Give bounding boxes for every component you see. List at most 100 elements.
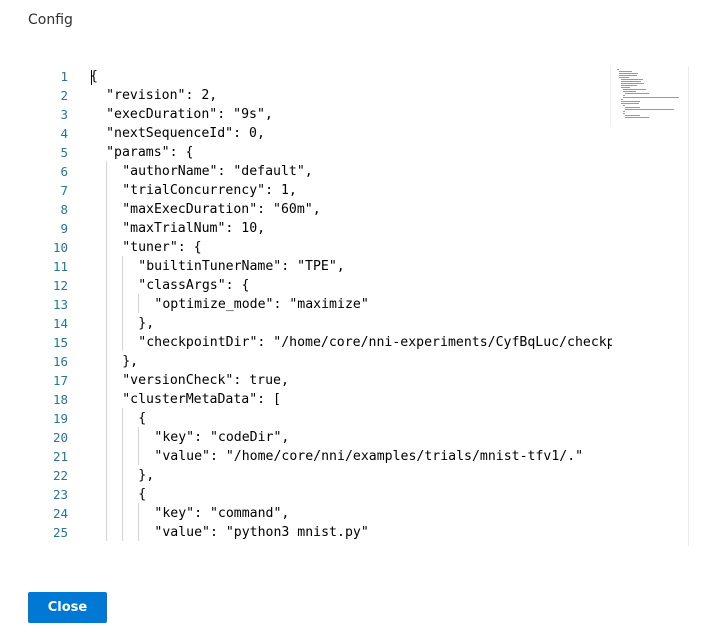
indent-guide: [138, 294, 140, 313]
code-line: "revision": 2,: [90, 85, 612, 104]
code-text: "authorName": "default",: [122, 164, 313, 179]
minimap-line: [619, 75, 637, 76]
indent-guide: [138, 503, 140, 522]
code-text: "versionCheck": true,: [122, 373, 289, 388]
code-line: "builtinTunerName": "TPE",: [90, 256, 612, 275]
code-line: "trialConcurrency": 1,: [90, 180, 612, 199]
indent-guide: [106, 408, 108, 427]
line-number: 4: [60, 126, 68, 141]
indent-guide: [106, 503, 108, 522]
minimap-line: [623, 95, 625, 96]
code-text-area[interactable]: { "revision": 2, "execDuration": "9s", "nex…: [90, 66, 612, 546]
minimap-line: [623, 111, 625, 112]
code-text: "trialConcurrency": 1,: [122, 183, 297, 198]
indent-guide: [122, 484, 124, 503]
line-number: 15: [52, 335, 68, 350]
line-number: 20: [52, 430, 68, 445]
minimap-line: [621, 87, 630, 88]
indent-guide: [106, 446, 108, 465]
line-number: 9: [60, 221, 68, 236]
indent-guide: [106, 427, 108, 446]
minimap-line: [625, 109, 674, 110]
line-number: 24: [52, 506, 68, 521]
code-text: "clusterMetaData": [: [122, 392, 281, 407]
indent-guide: [106, 218, 108, 237]
minimap-line: [625, 115, 641, 116]
code-line: "key": "codeDir",: [90, 427, 612, 446]
code-line: "classArgs": {: [90, 275, 612, 294]
minimap-line: [625, 107, 641, 108]
indent-guide: [106, 313, 108, 332]
vertical-scrollbar-track[interactable]: [688, 66, 689, 546]
line-number: 7: [60, 183, 68, 198]
editor-minimap[interactable]: [610, 66, 689, 126]
indent-guide: [106, 294, 108, 313]
indent-guide: [106, 332, 108, 351]
minimap-line: [621, 103, 639, 104]
minimap-line: [623, 89, 647, 90]
code-line: {: [90, 484, 612, 503]
indent-guide: [106, 465, 108, 484]
code-text: "tuner": {: [122, 240, 202, 255]
indent-guide: [122, 275, 124, 294]
code-text: "value": "python3 mnist.py": [154, 525, 369, 540]
code-line: },: [90, 351, 612, 370]
indent-guide: [138, 446, 140, 465]
close-button[interactable]: Close: [28, 592, 107, 623]
code-text: {: [138, 411, 147, 426]
line-number: 18: [52, 392, 68, 407]
indent-guide: [138, 522, 140, 541]
code-line: "key": "command",: [90, 503, 612, 522]
indent-guide: [106, 237, 108, 256]
minimap-line: [621, 81, 641, 82]
code-line: },: [90, 313, 612, 332]
indent-guide: [122, 465, 124, 484]
minimap-line: [621, 79, 643, 80]
minimap-line: [619, 73, 638, 74]
indent-guide: [106, 256, 108, 275]
indent-guide: [122, 503, 124, 522]
code-text: "value": "/home/core/nni/examples/trials…: [154, 449, 584, 464]
line-number: 8: [60, 202, 68, 217]
code-line: "authorName": "default",: [90, 161, 612, 180]
line-number: 14: [52, 316, 68, 331]
code-line: "tuner": {: [90, 237, 612, 256]
minimap-line: [621, 99, 623, 100]
code-line: "versionCheck": true,: [90, 370, 612, 389]
indent-guide: [106, 484, 108, 503]
minimap-line: [617, 69, 619, 70]
code-line: "optimize_mode": "maximize": [90, 294, 612, 313]
minimap-line: [625, 117, 650, 118]
code-text: "revision": 2,: [106, 88, 218, 103]
indent-guide: [122, 427, 124, 446]
minimap-line: [619, 71, 632, 72]
indent-guide: [122, 446, 124, 465]
code-text: "maxTrialNum": 10,: [122, 221, 266, 236]
indent-guide: [106, 389, 108, 408]
code-text: {: [90, 69, 98, 84]
indent-guide: [106, 161, 108, 180]
indent-guide: [122, 294, 124, 313]
indent-guide: [122, 256, 124, 275]
code-text: "classArgs": {: [138, 278, 250, 293]
code-text: "nextSequenceId": 0,: [106, 126, 265, 141]
code-text: "key": "codeDir",: [154, 430, 290, 445]
line-number: 25: [52, 525, 68, 540]
minimap-line: [623, 113, 625, 114]
minimap-line: [623, 105, 625, 106]
minimap-line: [621, 85, 638, 86]
line-number: 21: [52, 449, 68, 464]
indent-guide: [106, 351, 108, 370]
code-line: "value": "/home/core/nni/examples/trials…: [90, 446, 612, 465]
code-text: "execDuration": "9s",: [106, 107, 273, 122]
line-number: 10: [52, 240, 68, 255]
line-number: 6: [60, 164, 68, 179]
line-number: 17: [52, 373, 68, 388]
code-line: "execDuration": "9s",: [90, 104, 612, 123]
indent-guide: [106, 180, 108, 199]
indent-guide: [106, 199, 108, 218]
minimap-line: [621, 83, 644, 84]
code-text: {: [138, 487, 147, 502]
minimap-line: [621, 101, 640, 102]
